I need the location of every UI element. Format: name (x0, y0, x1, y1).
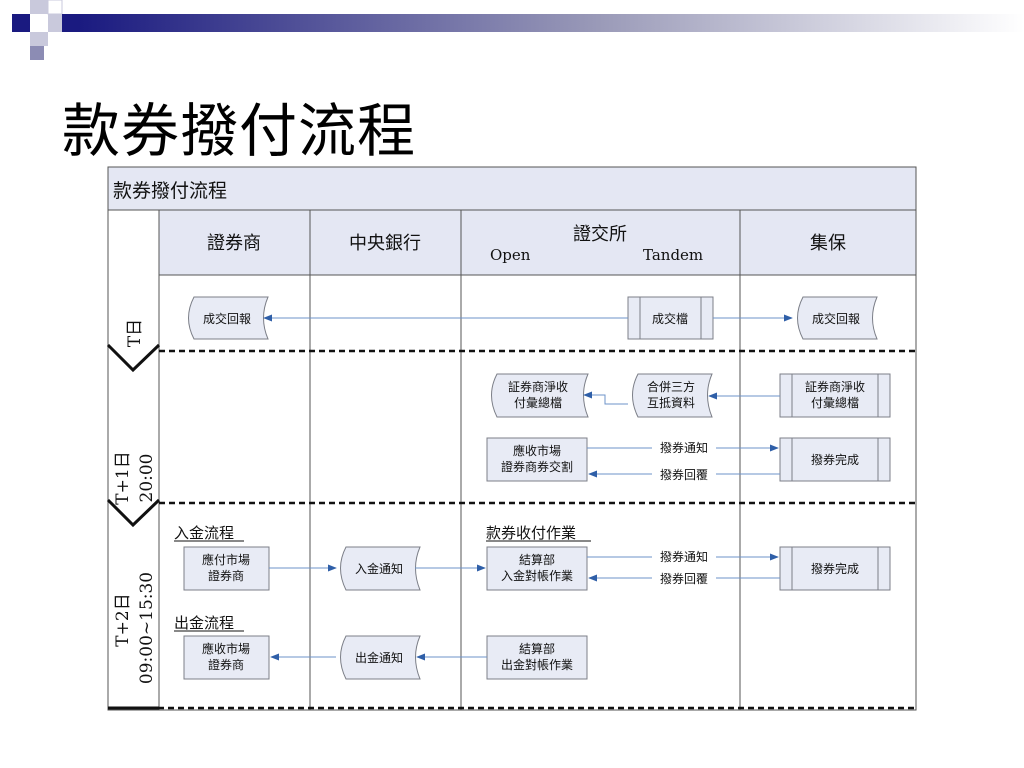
column-header-exchange-open: Open (490, 246, 531, 264)
row-label-t1-time: 20:00 (137, 454, 157, 503)
column-header-central-bank: 中央銀行 (349, 233, 421, 254)
node-label: 應付市場 (202, 552, 250, 567)
row-label-t: T日 (125, 319, 145, 347)
column-header-row (158, 209, 917, 276)
node-deposit-notice: 入金通知 (340, 546, 421, 591)
node-trade-report-broker: 成交回報 (188, 296, 269, 340)
node-settlement-deposit: 結算部 入金對帳作業 (486, 546, 588, 591)
deco-square (62, 14, 78, 32)
node-receivable-market: 應收市場 證券商券交割 (486, 437, 588, 482)
deco-square (30, 0, 48, 14)
section-deposit-flow: 入金流程 (174, 524, 234, 542)
arrow-label-transfer-notice: 撥券通知 (660, 440, 708, 455)
column-header-depository: 集保 (810, 233, 846, 254)
row-label-t2-day: T+2日 (113, 593, 133, 646)
row-chevron (106, 498, 161, 528)
deco-square (12, 14, 30, 32)
node-merge-tripartite: 合併三方 互抵資料 (632, 373, 713, 418)
page-title: 款券撥付流程 (62, 97, 417, 165)
column-header-exchange: 證交所 (573, 224, 627, 245)
node-net-summary-exchange: 証券商淨收 付彙總檔 (491, 373, 589, 418)
node-label: 證券商 (208, 568, 244, 583)
node-trade-file: 成交檔 (627, 296, 714, 340)
deco-square (30, 46, 44, 60)
row-chevron (106, 343, 161, 373)
node-label: 結算部 (519, 552, 555, 567)
header-decoration (12, 0, 1024, 60)
flow-arrow (583, 391, 628, 405)
arrow-label-transfer-reply: 撥券回覆 (660, 571, 708, 586)
node-label: 成交檔 (652, 311, 688, 326)
node-transfer-done-1: 撥券完成 (779, 437, 891, 482)
node-label: 證券商券交割 (501, 459, 573, 474)
node-label: 出金對帳作業 (501, 657, 573, 672)
deco-square (30, 32, 48, 46)
node-label: 結算部 (519, 641, 555, 656)
node-payable-broker: 應付市場 證券商 (183, 546, 270, 591)
row-label-column (107, 209, 160, 711)
node-receivable-broker: 應收市場 證券商 (183, 635, 270, 680)
node-label: 出金通知 (355, 650, 403, 665)
column-header-broker: 證券商 (207, 233, 261, 254)
node-label: 入金對帳作業 (501, 568, 573, 583)
node-label: 証券商淨收 (508, 379, 568, 394)
table-caption-bar (107, 166, 917, 211)
node-label: 付彙總檔 (514, 395, 562, 410)
node-withdraw-notice: 出金通知 (340, 635, 421, 680)
node-transfer-done-2: 撥券完成 (779, 546, 891, 591)
node-label: 證券商 (208, 657, 244, 672)
header-gradient-band (78, 14, 1024, 32)
section-withdraw-flow: 出金流程 (174, 614, 234, 632)
node-label: 成交回報 (203, 311, 251, 326)
node-label: 証券商淨收 (805, 379, 865, 394)
node-label: 撥券完成 (811, 452, 859, 467)
node-label: 合併三方 (647, 379, 695, 394)
deco-square (48, 14, 66, 32)
node-trade-report-depository: 成交回報 (797, 296, 878, 340)
node-label: 撥券完成 (811, 561, 859, 576)
row-label-t2-time: 09:00~15:30 (137, 572, 157, 684)
node-settlement-withdraw: 結算部 出金對帳作業 (486, 635, 588, 680)
section-settlement: 款券收付作業 (486, 524, 576, 542)
node-label: 互抵資料 (647, 396, 695, 410)
node-label: 成交回報 (812, 311, 860, 326)
arrow-label-transfer-notice: 撥券通知 (660, 549, 708, 564)
node-label: 付彙總檔 (811, 395, 859, 410)
node-net-summary-depository: 証券商淨收 付彙總檔 (779, 373, 891, 418)
arrow-label-transfer-reply: 撥券回覆 (660, 467, 708, 482)
node-label: 應收市場 (202, 641, 250, 656)
table-caption: 款券撥付流程 (113, 180, 227, 202)
column-header-exchange-tandem: Tandem (643, 246, 703, 264)
node-label: 應收市場 (513, 443, 561, 458)
row-label-t1-day: T+1日 (113, 451, 133, 504)
node-label: 入金通知 (355, 561, 403, 576)
